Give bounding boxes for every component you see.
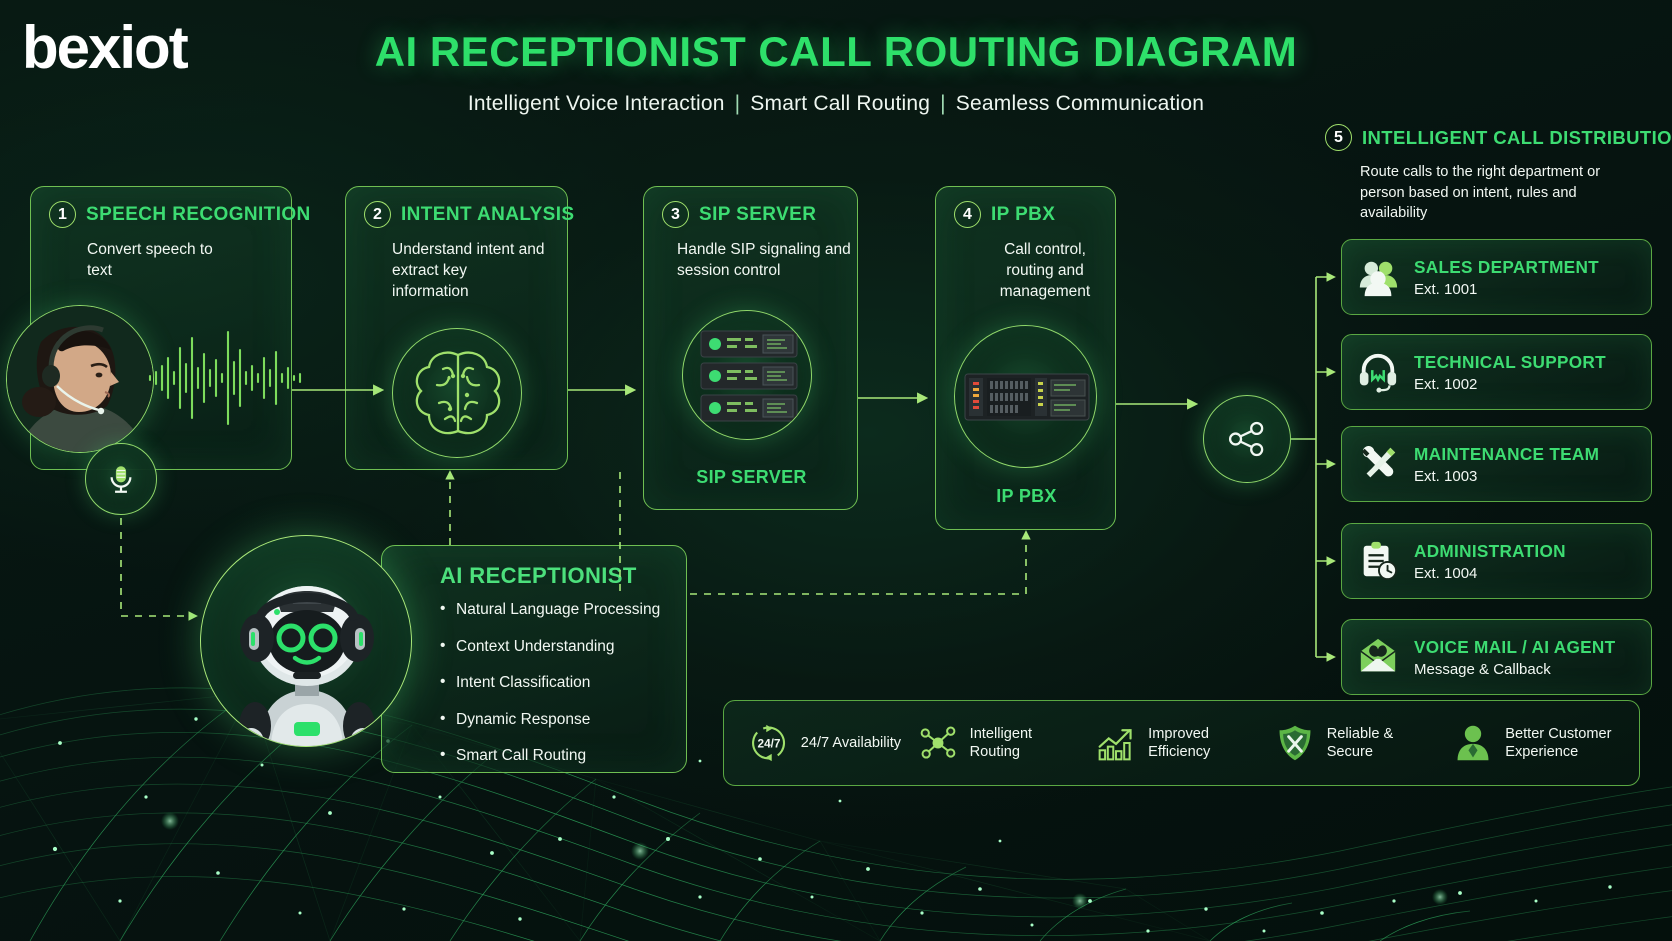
dept-name: MAINTENANCE TEAM	[1414, 443, 1600, 464]
ai-receptionist-title: AI RECEPTIONIST	[440, 563, 637, 588]
feature-intelligent-routing[interactable]: Intelligent Routing	[917, 722, 1080, 764]
pbx-appliance-icon	[964, 373, 1090, 421]
growth-chart-icon	[1095, 722, 1137, 764]
ai-capability-item: Natural Language Processing	[440, 601, 660, 618]
dept-text-maintenance: MAINTENANCE TEAM Ext. 1003	[1414, 444, 1599, 485]
shield-check-icon	[1274, 722, 1316, 764]
brain-icon	[415, 351, 501, 435]
step-5-head: 5 INTELLIGENT CALL DISTRIBUTION	[1325, 124, 1672, 151]
step-4-title: IP PBX	[991, 203, 1056, 225]
subtitle-part-1: Intelligent Voice Interaction	[467, 92, 725, 115]
dept-ext: Ext. 1002	[1414, 375, 1478, 393]
speech-portrait-circle	[6, 305, 154, 453]
dept-text-technical-support: TECHNICAL SUPPORT Ext. 1002	[1414, 352, 1606, 393]
feature-label: Improved Efficiency	[1148, 725, 1211, 760]
step-3-desc: Handle SIP signaling and session control	[677, 241, 851, 280]
headset-woman-portrait	[7, 306, 153, 452]
dept-card-technical-support[interactable]: TECHNICAL SUPPORT Ext. 1002	[1341, 334, 1652, 410]
dept-ext: Ext. 1001	[1414, 280, 1478, 298]
step-2-head: 2 INTENT ANALYSIS	[364, 201, 575, 228]
step-3-head: 3 SIP SERVER	[662, 201, 816, 228]
page-subtitle: Intelligent Voice Interaction|Smart Call…	[467, 92, 1205, 115]
ai-capability-item: Intent Classification	[440, 674, 660, 691]
dept-card-administration[interactable]: ADMINISTRATION Ext. 1004	[1341, 523, 1652, 599]
feature-reliable-secure[interactable]: Reliable & Secure	[1274, 722, 1437, 764]
headset-icon	[1356, 350, 1400, 394]
dept-name: TECHNICAL SUPPORT	[1414, 351, 1606, 372]
dept-ext: Ext. 1003	[1414, 467, 1478, 485]
step-4-head: 4 IP PBX	[954, 201, 1055, 228]
server-rack-icon	[700, 330, 798, 422]
step-5-title: INTELLIGENT CALL DISTRIBUTION	[1362, 126, 1672, 148]
features-bar: 24/7 24/7 Availability Intelligent	[723, 700, 1640, 786]
24-7-cycle-icon: 24/7	[748, 722, 790, 764]
feature-label: Better Customer Experience	[1505, 725, 1612, 760]
step-4-visual-label: IP PBX	[996, 486, 1057, 506]
ai-capability-list: Natural Language Processing Context Unde…	[440, 601, 660, 785]
subtitle-part-3: Seamless Communication	[955, 92, 1205, 115]
routing-hub-node[interactable]	[1203, 395, 1291, 483]
ai-receptionist-panel[interactable]: AI RECEPTIONIST Natural Language Process…	[381, 545, 687, 773]
dept-ext: Ext. 1004	[1414, 564, 1478, 582]
step-1-desc: Convert speech to text	[87, 241, 213, 280]
brand-logo-text: bexiot	[22, 14, 189, 81]
wrench-screwdriver-icon	[1356, 442, 1400, 486]
feature-label: Reliable & Secure	[1326, 725, 1394, 760]
dept-name: SALES DEPARTMENT	[1414, 256, 1599, 277]
ip-pbx-circle	[954, 325, 1097, 468]
ai-robot-avatar-circle	[200, 535, 412, 747]
page-title: AI RECEPTIONIST CALL ROUTING DIAGRAM	[374, 28, 1298, 75]
step-2-desc: Understand intent and extract key inform…	[392, 241, 545, 301]
intent-brain-circle	[392, 328, 522, 458]
step-3-badge: 3	[662, 201, 689, 228]
dept-card-voice-mail[interactable]: VOICE MAIL / AI AGENT Message & Callback	[1341, 619, 1652, 695]
feature-better-customer-experience[interactable]: Better Customer Experience	[1452, 722, 1615, 764]
dept-name: VOICE MAIL / AI AGENT	[1414, 636, 1616, 657]
feature-24-7-availability[interactable]: 24/7 24/7 Availability	[748, 722, 901, 764]
microphone-icon	[110, 466, 132, 493]
step-1-title: SPEECH RECOGNITION	[86, 203, 311, 225]
dept-text-voice-mail: VOICE MAIL / AI AGENT Message & Callback	[1414, 637, 1615, 678]
dept-card-sales[interactable]: SALES DEPARTMENT Ext. 1001	[1341, 239, 1652, 315]
clipboard-clock-icon	[1356, 539, 1400, 583]
ai-capability-item: Context Understanding	[440, 638, 660, 655]
svg-text:24/7: 24/7	[757, 737, 780, 751]
share-network-icon	[1228, 421, 1264, 457]
dept-ext: Message & Callback	[1414, 660, 1551, 678]
step-1-badge: 1	[49, 201, 76, 228]
dept-name: ADMINISTRATION	[1414, 540, 1566, 561]
dept-text-administration: ADMINISTRATION Ext. 1004	[1414, 541, 1566, 582]
network-nodes-icon	[917, 722, 959, 764]
step-4-desc: Call control, routing and management	[999, 241, 1091, 301]
ai-capability-item: Smart Call Routing	[440, 747, 660, 764]
step-1-head: 1 SPEECH RECOGNITION	[49, 201, 311, 228]
feature-label: Intelligent Routing	[969, 725, 1033, 760]
person-user-icon	[1452, 722, 1494, 764]
step-3-visual-label: SIP SERVER	[696, 467, 807, 487]
audio-waveform	[148, 330, 302, 426]
step-4-badge: 4	[954, 201, 981, 228]
step-5-desc: Route calls to the right department or p…	[1360, 164, 1601, 222]
sip-server-circle	[682, 310, 812, 440]
envelope-mail-icon	[1356, 635, 1400, 679]
step-5-badge: 5	[1325, 124, 1352, 151]
step-2-badge: 2	[364, 201, 391, 228]
ai-capability-item: Dynamic Response	[440, 711, 660, 728]
dept-text-sales: SALES DEPARTMENT Ext. 1001	[1414, 257, 1599, 298]
microphone-node[interactable]	[85, 443, 157, 515]
robot-avatar	[238, 586, 376, 746]
people-group-icon	[1356, 255, 1400, 299]
brand-logo: bexiot	[22, 18, 189, 78]
feature-improved-efficiency[interactable]: Improved Efficiency	[1095, 722, 1258, 764]
subtitle-part-2: Smart Call Routing	[750, 92, 931, 115]
step-2-title: INTENT ANALYSIS	[401, 203, 575, 225]
step-3-title: SIP SERVER	[699, 203, 817, 225]
dept-card-maintenance[interactable]: MAINTENANCE TEAM Ext. 1003	[1341, 426, 1652, 502]
feature-label: 24/7 Availability	[800, 734, 902, 751]
